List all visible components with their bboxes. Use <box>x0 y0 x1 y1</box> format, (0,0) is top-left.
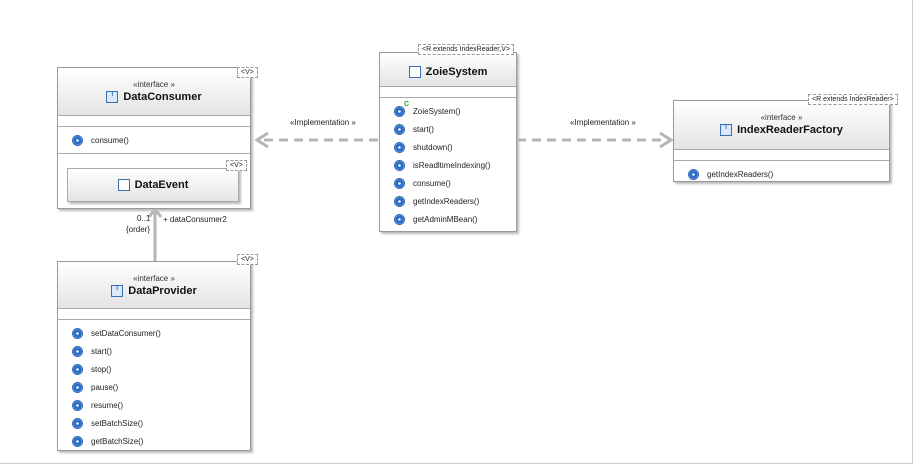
operation[interactable]: consume() <box>72 131 250 149</box>
operation[interactable]: getAdminMBean() <box>394 210 516 228</box>
operation[interactable]: start() <box>394 120 516 138</box>
interface-icon: I <box>106 91 119 103</box>
operation[interactable]: shutdown() <box>394 138 516 156</box>
operation[interactable]: getIndexReaders() <box>394 192 516 210</box>
operation[interactable]: pause() <box>72 378 250 396</box>
operation[interactable]: resume() <box>72 396 250 414</box>
operation-gear-icon <box>394 123 405 135</box>
operation-gear-icon <box>394 159 405 171</box>
operation-gear-icon <box>72 363 83 375</box>
implementation-arrow-left[interactable] <box>254 131 378 149</box>
operation-gear-icon <box>72 134 83 146</box>
implementation-arrow-right[interactable] <box>517 131 674 149</box>
class-name: DataConsumer <box>123 91 202 103</box>
operation-gear-icon <box>394 195 405 207</box>
constructor-gear-icon: C <box>394 101 409 117</box>
constraint-label: {order} <box>126 225 151 234</box>
operation[interactable]: start() <box>72 342 250 360</box>
class-icon <box>117 179 130 191</box>
association-arrow[interactable] <box>147 206 163 261</box>
class-data-consumer[interactable]: «interface » I DataConsumer consume() Dat… <box>57 67 251 209</box>
class-name: DataEvent <box>134 179 189 191</box>
class-name: IndexReaderFactory <box>737 124 843 136</box>
template-tag: <R extends IndexReader,V> <box>418 44 514 55</box>
template-tag: <V> <box>226 160 247 171</box>
operation-gear-icon <box>72 381 83 393</box>
template-tag: <R extends IndexReader> <box>808 94 898 105</box>
implementation-label-right: «Implementation » <box>570 118 636 127</box>
multiplicity-label: 0..1 <box>137 214 151 223</box>
operation[interactable]: setDataConsumer() <box>72 324 250 342</box>
nested-class-data-event[interactable]: DataEvent <box>67 168 239 202</box>
operation-gear-icon <box>394 213 405 225</box>
operation-gear-icon <box>72 345 83 357</box>
interface-warning-icon: I <box>111 285 124 297</box>
stereotype: «interface » <box>760 113 803 122</box>
operation-gear-icon <box>394 141 405 153</box>
interface-icon: I <box>720 124 733 136</box>
operation-gear-icon <box>688 168 699 180</box>
class-data-provider[interactable]: «interface » I DataProvider setDataConsum… <box>57 261 251 451</box>
operation[interactable]: stop() <box>72 360 250 378</box>
implementation-label-left: «Implementation » <box>290 118 356 127</box>
operation-gear-icon <box>72 435 83 447</box>
role-label: + dataConsumer2 <box>163 215 227 224</box>
operation[interactable]: getBatchSize() <box>72 432 250 450</box>
operation[interactable]: consume() <box>394 174 516 192</box>
stereotype: «interface » <box>133 274 175 283</box>
operation[interactable]: isReadltimeIndexing() <box>394 156 516 174</box>
template-tag: <V> <box>237 67 258 78</box>
operation-gear-icon <box>72 417 83 429</box>
operation-gear-icon <box>72 399 83 411</box>
operation-gear-icon <box>72 327 83 339</box>
class-name: DataProvider <box>128 285 197 297</box>
template-tag: <V> <box>237 254 258 265</box>
class-icon <box>408 65 421 78</box>
stereotype: «interface » <box>133 80 175 89</box>
operation[interactable]: getIndexReaders() <box>688 165 889 183</box>
class-name: ZoieSystem <box>425 65 488 78</box>
operation[interactable]: setBatchSize() <box>72 414 250 432</box>
class-index-reader-factory[interactable]: «interface » I IndexReaderFactory getInde… <box>673 100 890 182</box>
operation-gear-icon <box>394 177 405 189</box>
